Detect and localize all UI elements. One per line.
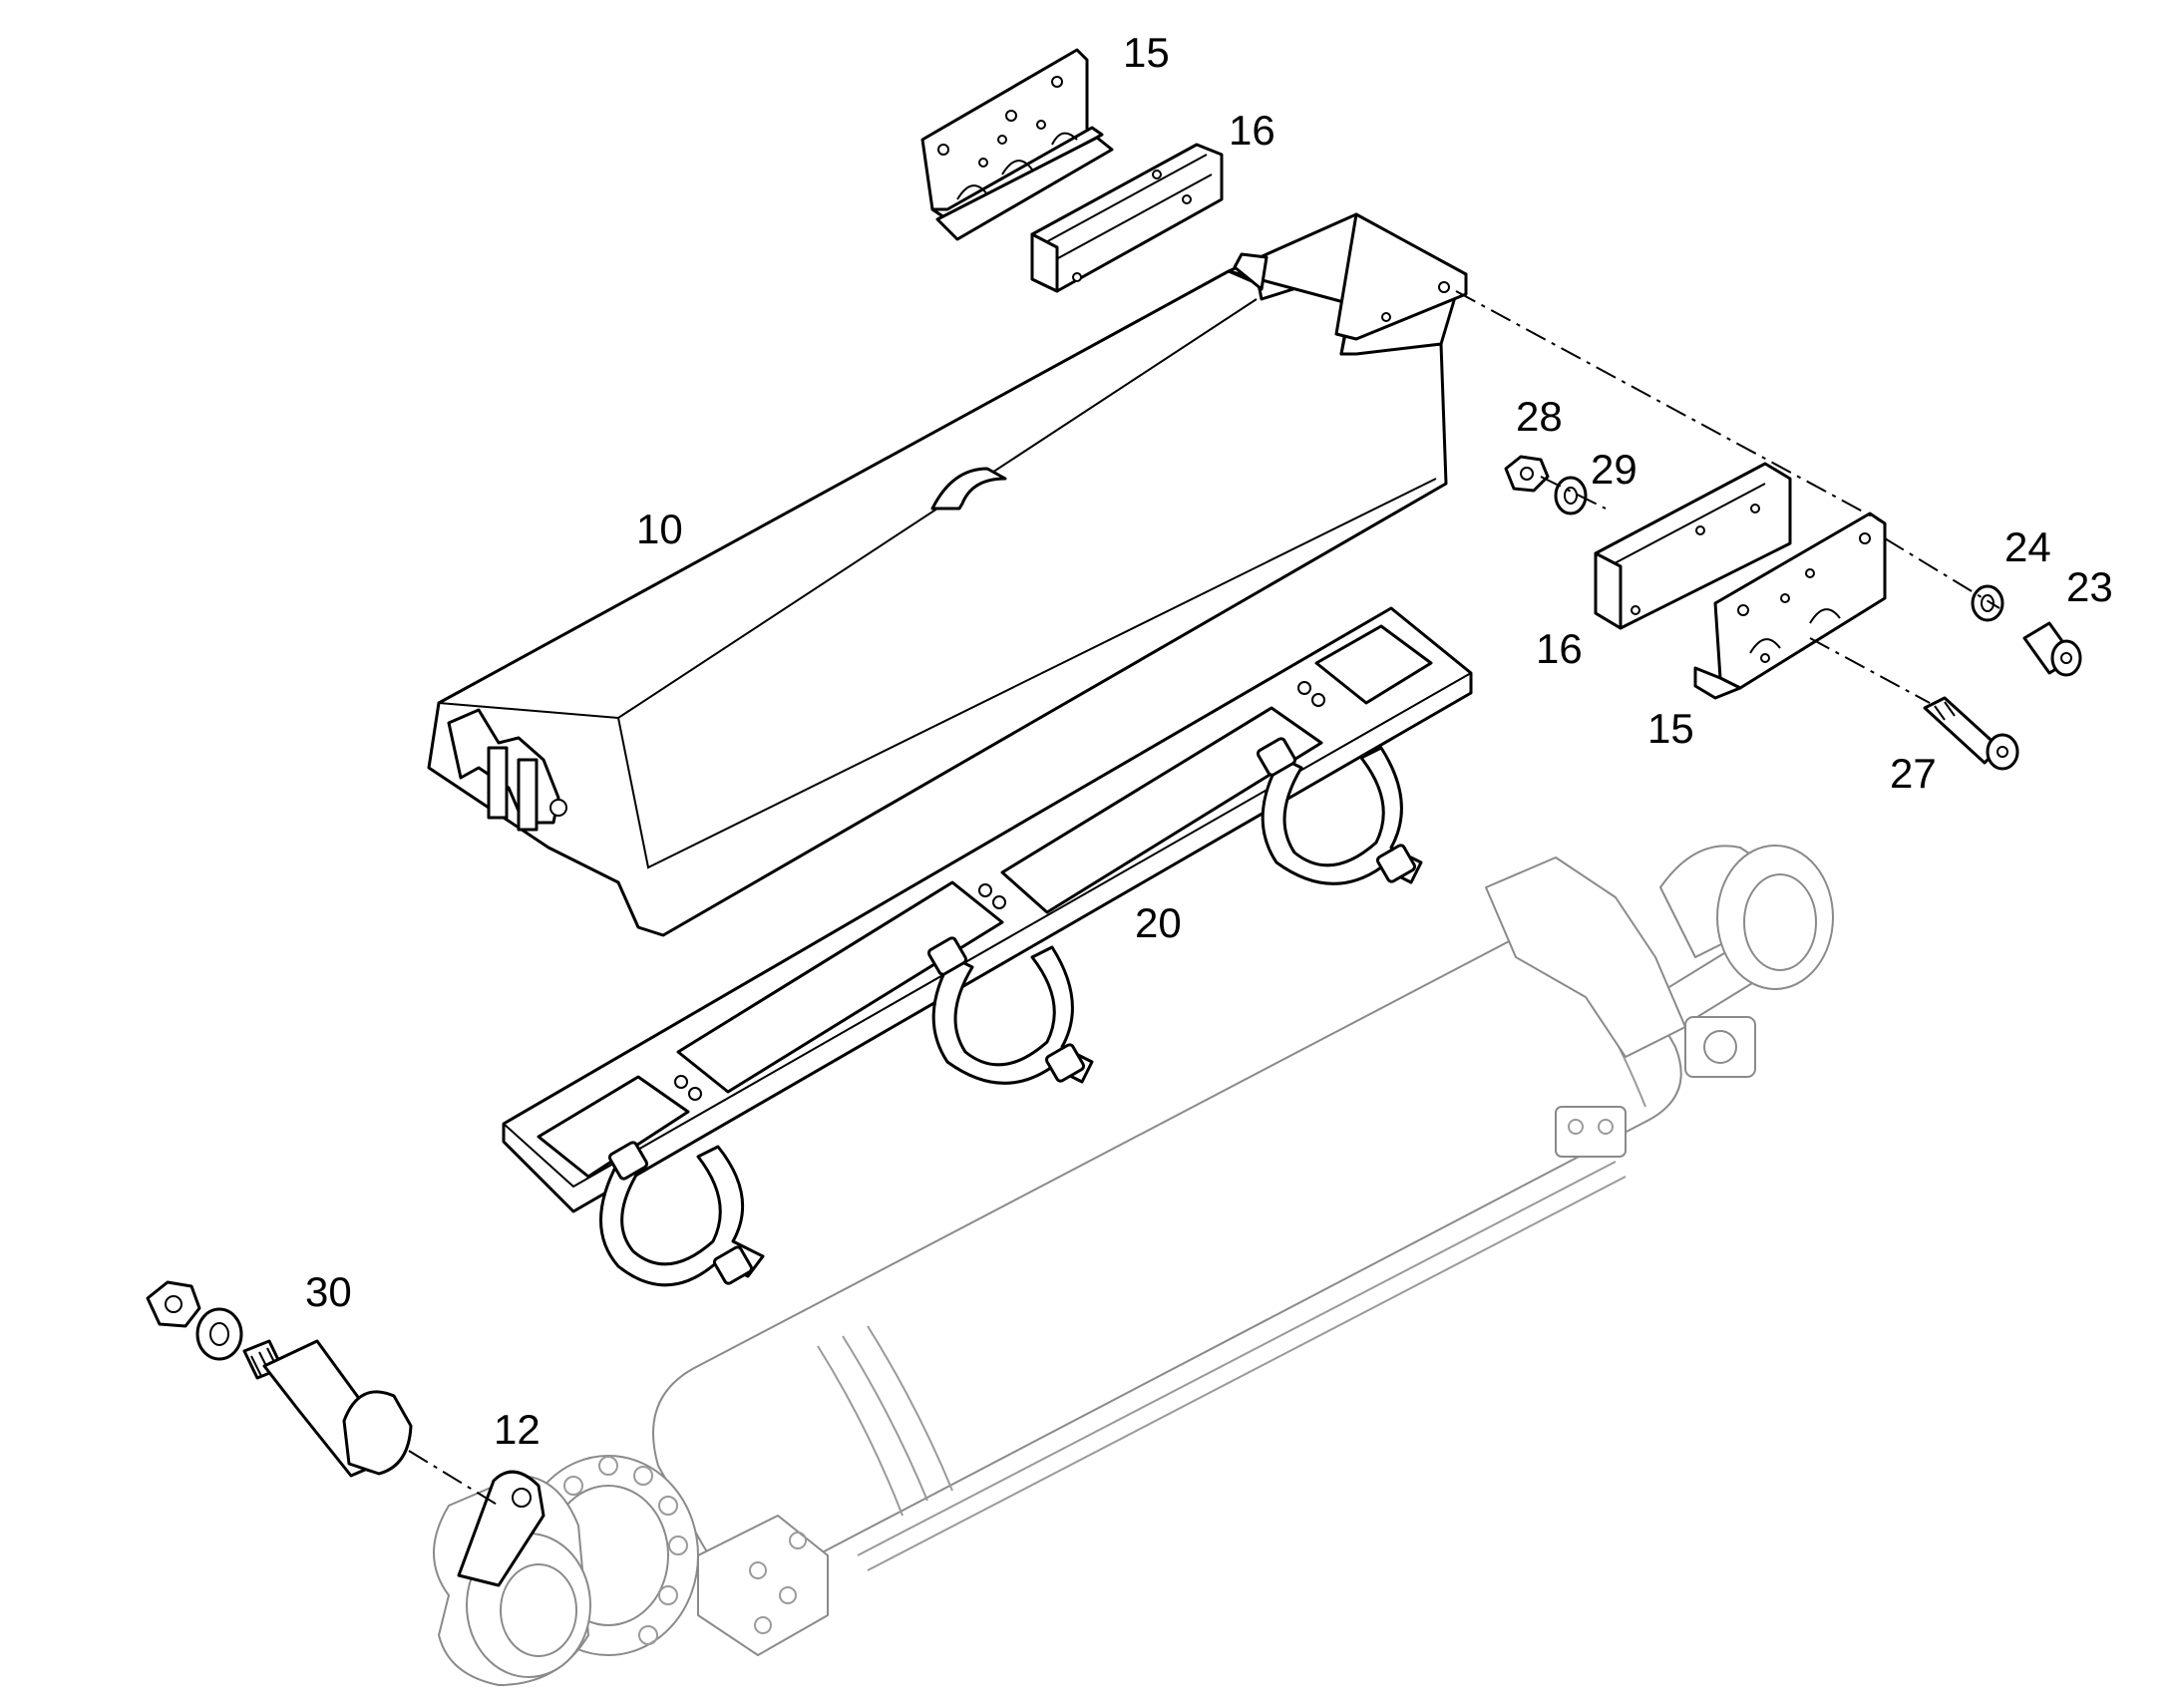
part-20-clamp-bar [502, 606, 1473, 1287]
assembly-lines [408, 290, 2000, 1507]
callout-15-upper: 15 [1123, 29, 1170, 76]
callout-15-lower: 15 [1647, 705, 1694, 752]
callout-28: 28 [1516, 393, 1563, 440]
callout-20: 20 [1135, 899, 1182, 946]
part-28-nut [1504, 455, 1550, 493]
part-29-washer [1554, 476, 1588, 515]
callout-16-lower: 16 [1536, 625, 1583, 672]
part-16-lower-rail [1594, 462, 1792, 630]
callout-23: 23 [2066, 563, 2113, 610]
callout-30: 30 [305, 1268, 352, 1315]
part-15-lower-plate [1693, 512, 1887, 700]
callout-27: 27 [1890, 750, 1937, 797]
callout-10: 10 [636, 506, 683, 552]
part-15-upper-plate [920, 48, 1114, 241]
hydraulic-cylinder [433, 845, 1834, 1686]
part-10-cover [427, 212, 1468, 937]
part-24-washer [1971, 584, 2004, 622]
callout-16-upper: 16 [1229, 107, 1275, 154]
callout-24: 24 [2004, 523, 2051, 570]
part-12-lug [457, 1470, 545, 1587]
part-16-upper-rail [1030, 143, 1224, 293]
callout-labels: 15 16 10 28 29 24 23 16 15 27 20 30 12 [305, 29, 2113, 1453]
callout-29: 29 [1591, 446, 1637, 493]
callout-12: 12 [494, 1406, 541, 1453]
part-23-bolt [2022, 621, 2082, 677]
part-30-pin-assembly [146, 1280, 413, 1478]
part-27-bolt [1923, 696, 2019, 771]
